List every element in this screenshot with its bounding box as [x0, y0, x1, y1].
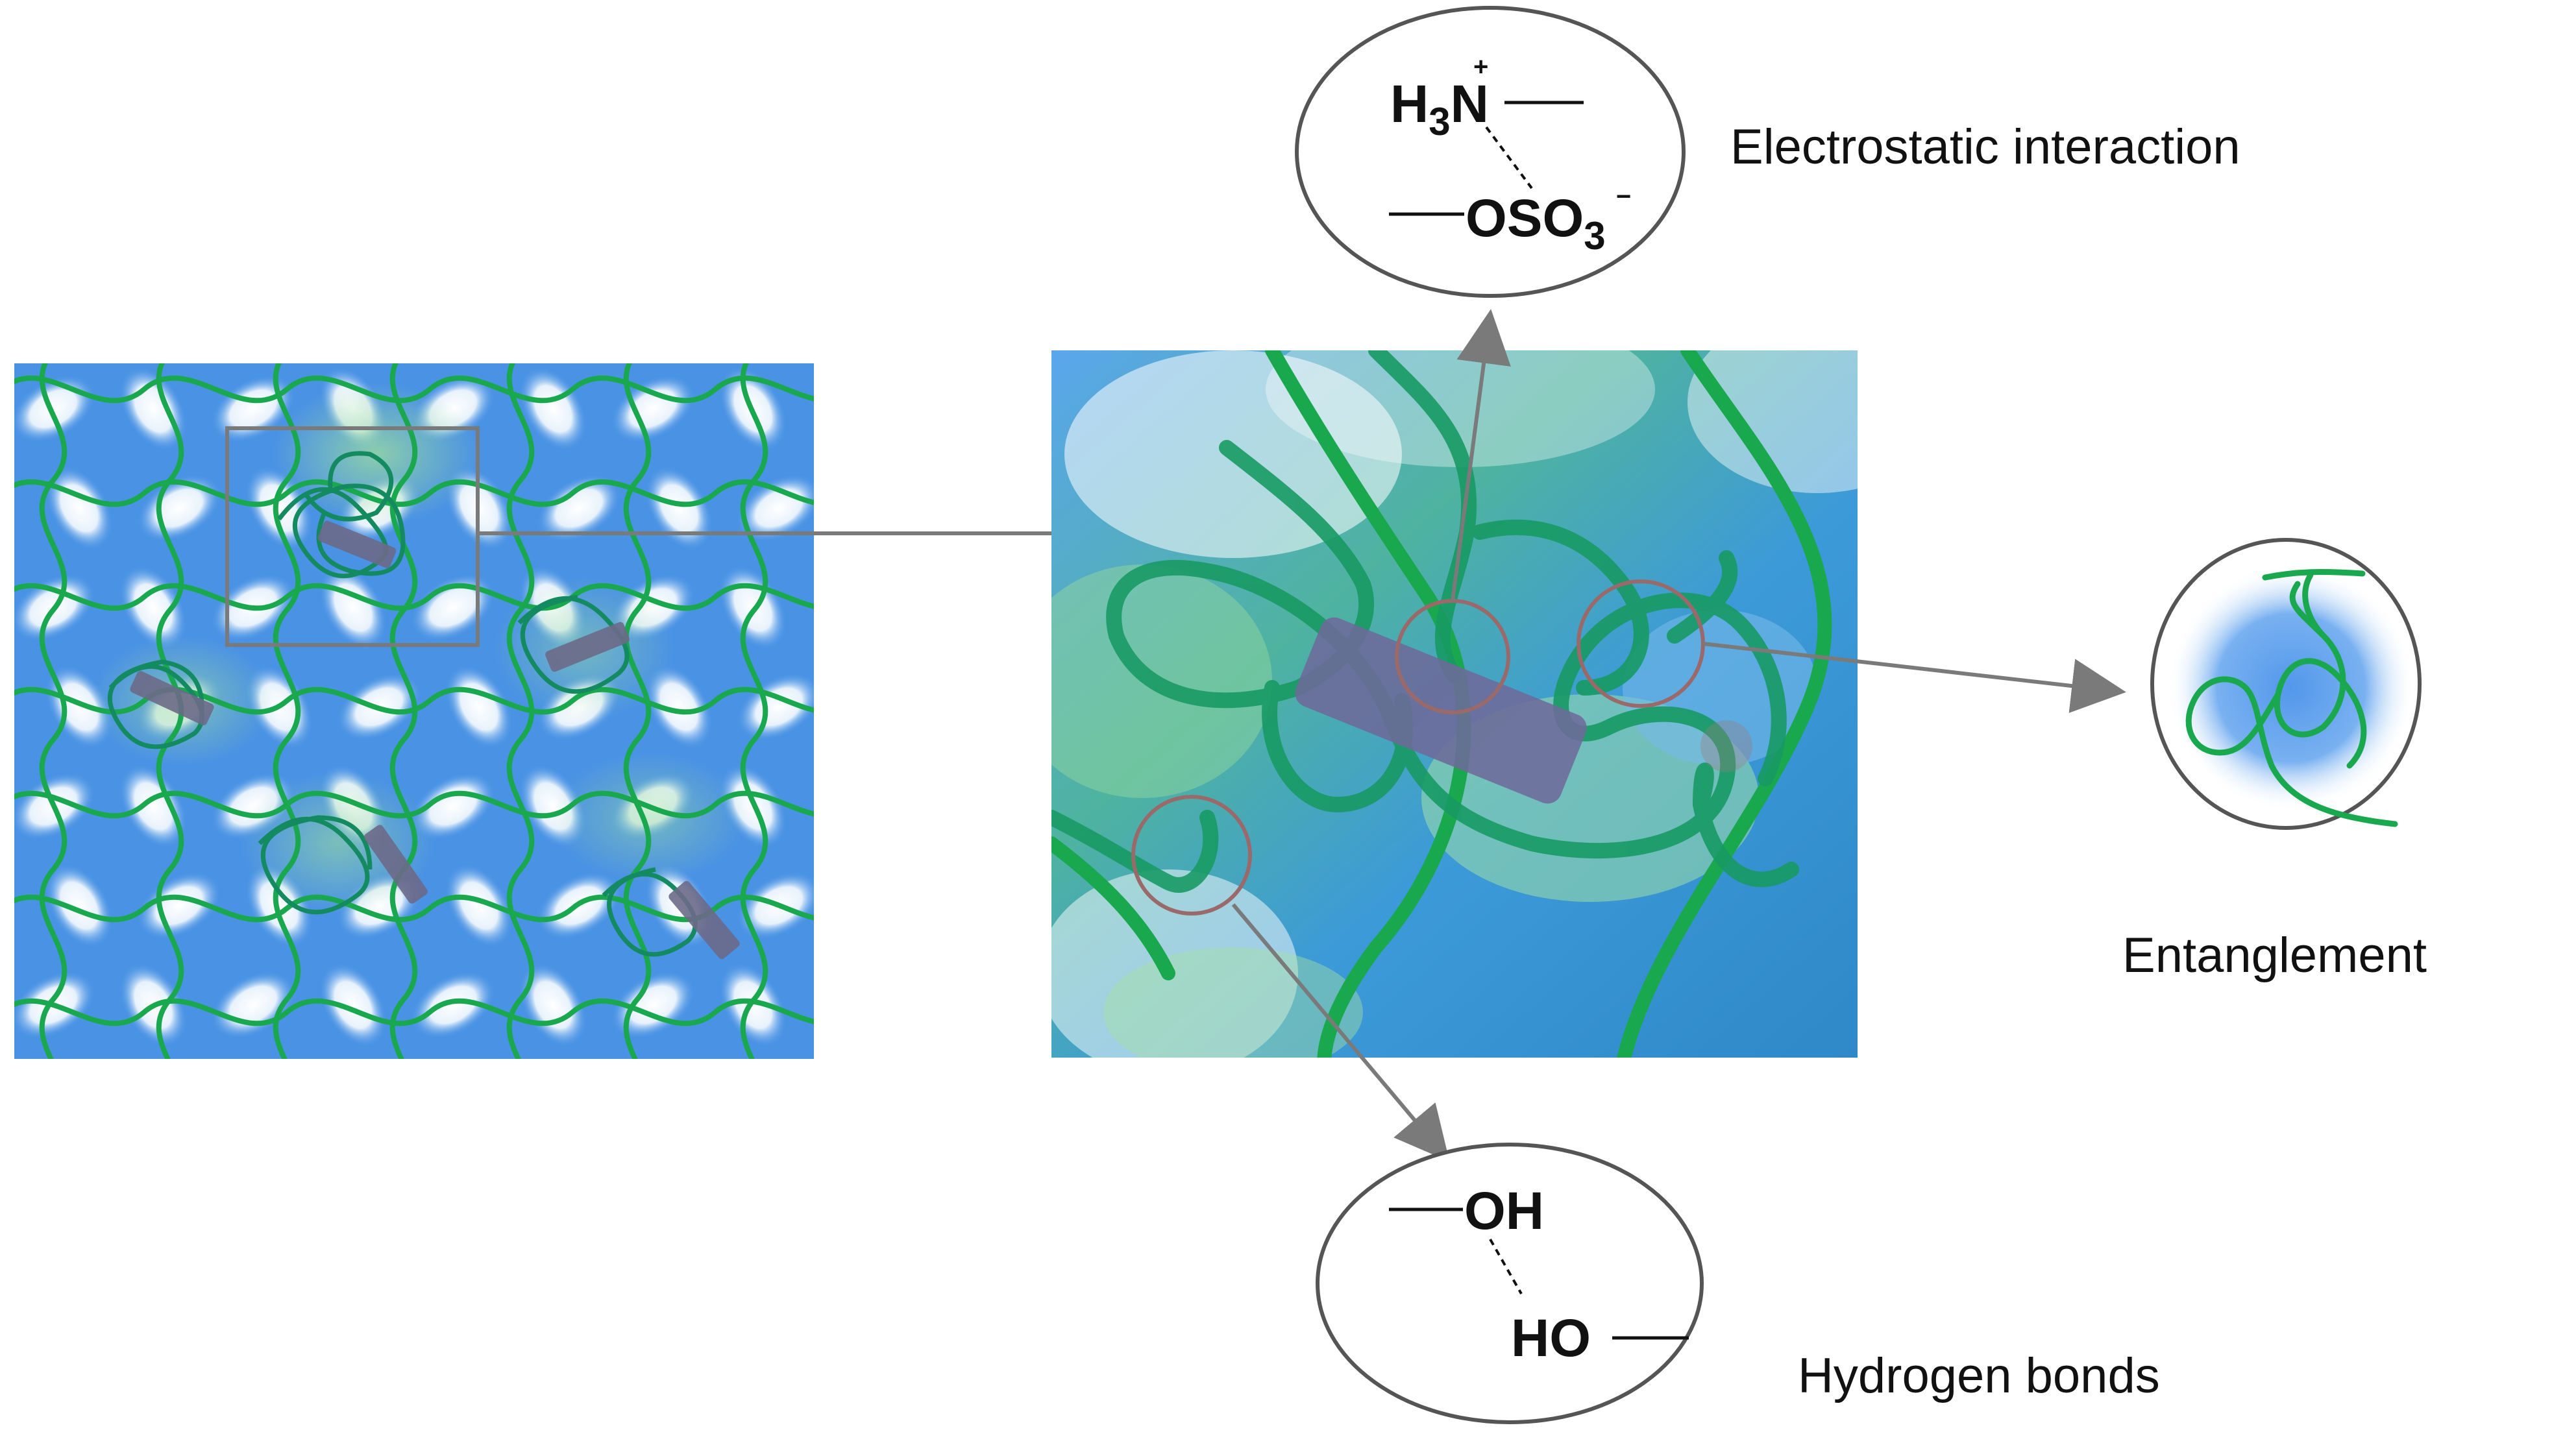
- entangled-chain: [2185, 569, 2398, 827]
- polymer-chain: [14, 375, 814, 404]
- network-panel: [14, 363, 814, 1059]
- polymer-chain: [14, 998, 814, 1026]
- entangled-knots: [108, 451, 698, 957]
- polymer-chain: [623, 363, 652, 1059]
- hydrogen-label: Hydrogen bonds: [1798, 1348, 2160, 1403]
- plus-charge: +: [1473, 53, 1488, 81]
- water-domain: [137, 474, 221, 542]
- water-domain: [537, 474, 621, 542]
- water-domain: [119, 764, 187, 849]
- polymer-chain: [14, 894, 814, 923]
- polymer-chain: [273, 363, 301, 1059]
- zoom-selection-box: [225, 426, 480, 647]
- water-domain: [411, 574, 495, 642]
- entanglement-detail: [2150, 538, 2422, 830]
- water-domain: [645, 664, 713, 749]
- oso3-group: OSO3: [1466, 189, 1606, 258]
- electrostatic-label: Electrostatic interaction: [1730, 119, 2240, 175]
- hydrogen-dashed-bond: [1489, 1239, 1523, 1294]
- polymer-chain: [389, 363, 418, 1059]
- polymer-chain: [39, 363, 68, 1059]
- zoom-entangled-strands: [1051, 350, 1799, 893]
- polymer-chain: [14, 686, 814, 715]
- ho-group: HO: [1511, 1309, 1591, 1368]
- water-domain: [611, 375, 695, 443]
- arrow-electrostatic: [1451, 309, 1511, 601]
- detail-arrows: [1231, 309, 2126, 1162]
- minus-charge: −: [1616, 182, 1631, 211]
- electrostatic-bubble: [1295, 6, 1686, 298]
- water-domain: [445, 664, 513, 749]
- water-domain: [519, 367, 587, 451]
- polymer-chain: [14, 479, 814, 507]
- water-domain: [45, 864, 113, 948]
- crystallites: [130, 520, 740, 960]
- water-domain: [411, 772, 495, 840]
- water-domain: [211, 375, 295, 443]
- hydrogen-detail: OH HO: [1316, 1143, 1704, 1424]
- polymer-chains: [14, 363, 814, 1059]
- water-domain: [411, 971, 495, 1039]
- arrow-entanglement: [1702, 642, 2126, 713]
- water-domain: [737, 474, 814, 542]
- water-domain: [645, 466, 713, 550]
- water-domain: [319, 963, 387, 1047]
- electrostatic-detail: H3N + OSO3 −: [1295, 6, 1686, 298]
- polymer-chain: [506, 363, 535, 1059]
- zoom-panel: [1051, 350, 1858, 1058]
- polymer-chain: [14, 583, 814, 611]
- polymer-chain: [14, 790, 814, 819]
- ionic-dashed-bond: [1485, 126, 1533, 189]
- polymer-chain: [156, 363, 184, 1059]
- site-hydrogen: [1131, 795, 1252, 916]
- water-domain: [519, 963, 587, 1047]
- hydrogen-bubble: [1316, 1143, 1704, 1424]
- water-domain: [119, 367, 187, 451]
- water-domain: [445, 864, 513, 948]
- entanglement-label: Entanglement: [2122, 928, 2427, 983]
- h3n-group: H3N: [1390, 75, 1489, 143]
- oh-group: OH: [1464, 1182, 1544, 1241]
- arrow-hydrogen: [1231, 903, 1450, 1162]
- polymer-chain: [740, 363, 768, 1059]
